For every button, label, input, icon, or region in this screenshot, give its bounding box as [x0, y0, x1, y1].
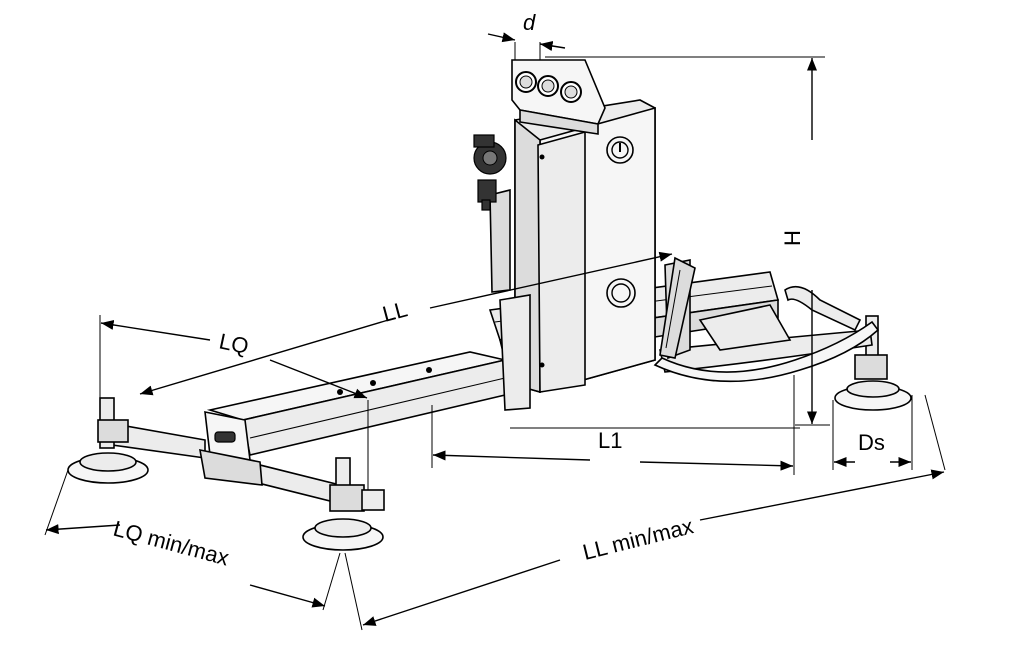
label-lq: LQ: [217, 328, 251, 359]
label-lq-minmax: LQ min/max: [111, 516, 232, 571]
top-bracket: [511, 59, 606, 135]
suction-pad-front: [302, 457, 385, 551]
dimension-lines: [44, 32, 946, 631]
suction-pad-left: [67, 397, 149, 484]
label-ll-minmax: LL min/max: [580, 513, 696, 565]
label-ll: LL: [380, 296, 410, 326]
valve-assembly: [473, 134, 507, 211]
label-h: H: [780, 230, 805, 246]
label-l1: L1: [598, 428, 622, 453]
label-d: d: [523, 10, 536, 35]
main-beam: [206, 351, 506, 456]
main-column: [489, 99, 656, 411]
label-ds: Ds: [858, 430, 885, 455]
lifting-device-illustration: [67, 59, 912, 551]
handle-plate: [659, 256, 696, 359]
